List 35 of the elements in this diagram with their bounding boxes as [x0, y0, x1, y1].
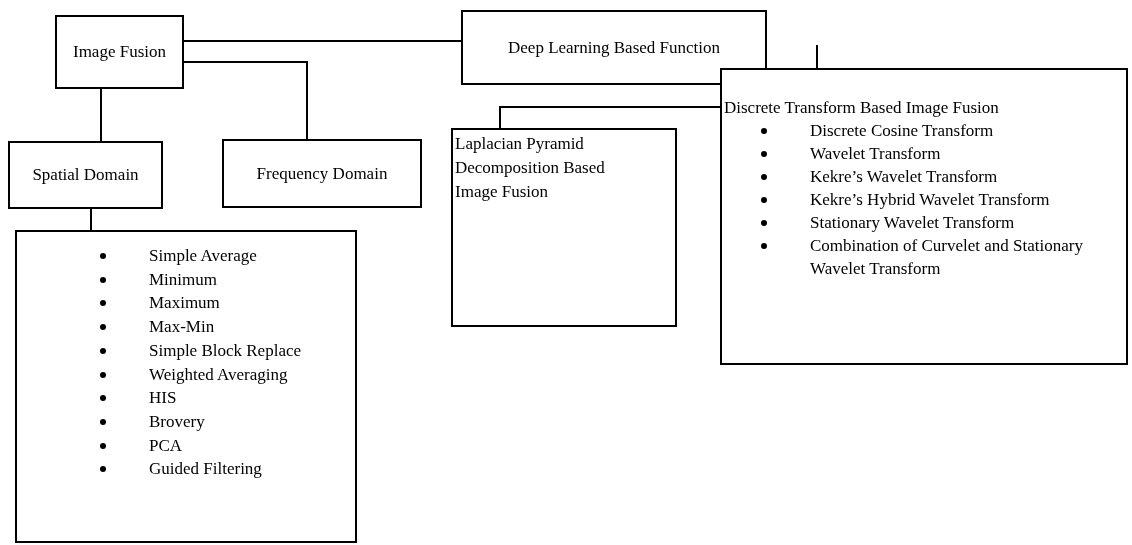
list-item: Max-Min	[148, 316, 215, 339]
list-item: Weighted Averaging	[148, 363, 288, 386]
connector-line	[90, 208, 92, 231]
connector-line	[499, 106, 721, 129]
list-item: Maximum	[148, 292, 220, 315]
list-item: Kekre’s Wavelet Transform	[809, 166, 998, 188]
node-label: Image Fusion	[73, 41, 166, 64]
node-label: Spatial Domain	[32, 164, 139, 187]
list-item: Brovery	[148, 410, 205, 433]
process-box	[461, 10, 767, 85]
node-label: Deep Learning Based Function	[508, 36, 720, 59]
box-heading: Discrete Transform Based Image Fusion	[723, 97, 1000, 119]
list-item: Minimum	[148, 268, 217, 291]
process-box	[222, 139, 422, 208]
list-item: Simple Block Replace	[148, 339, 302, 362]
node-label: Frequency Domain	[256, 162, 388, 185]
process-box	[8, 141, 163, 209]
list-item: Wavelet Transform	[809, 143, 941, 165]
list-item: Guided Filtering	[148, 458, 262, 481]
list-item: Kekre’s Hybrid Wavelet Transform	[809, 189, 1050, 211]
connector-line	[816, 44, 818, 69]
node-label: Laplacian Pyramid Decomposition Based Image Fusion	[455, 133, 606, 203]
list-item: Stationary Wavelet Transform	[809, 212, 1015, 234]
list-item: Combination of Curvelet and Stationary Wavelet Transform	[809, 235, 1084, 280]
process-box	[451, 128, 677, 327]
list-item: Simple Average	[148, 245, 257, 267]
process-box	[55, 15, 184, 89]
list-item: Discrete Cosine Transform	[809, 120, 994, 142]
list-item: HIS	[148, 387, 177, 410]
list-box	[15, 230, 357, 543]
connector-line	[183, 61, 308, 140]
list-item: PCA	[148, 434, 183, 457]
list-box	[720, 68, 1128, 365]
connector-line	[183, 40, 462, 42]
connector-line	[100, 88, 102, 142]
